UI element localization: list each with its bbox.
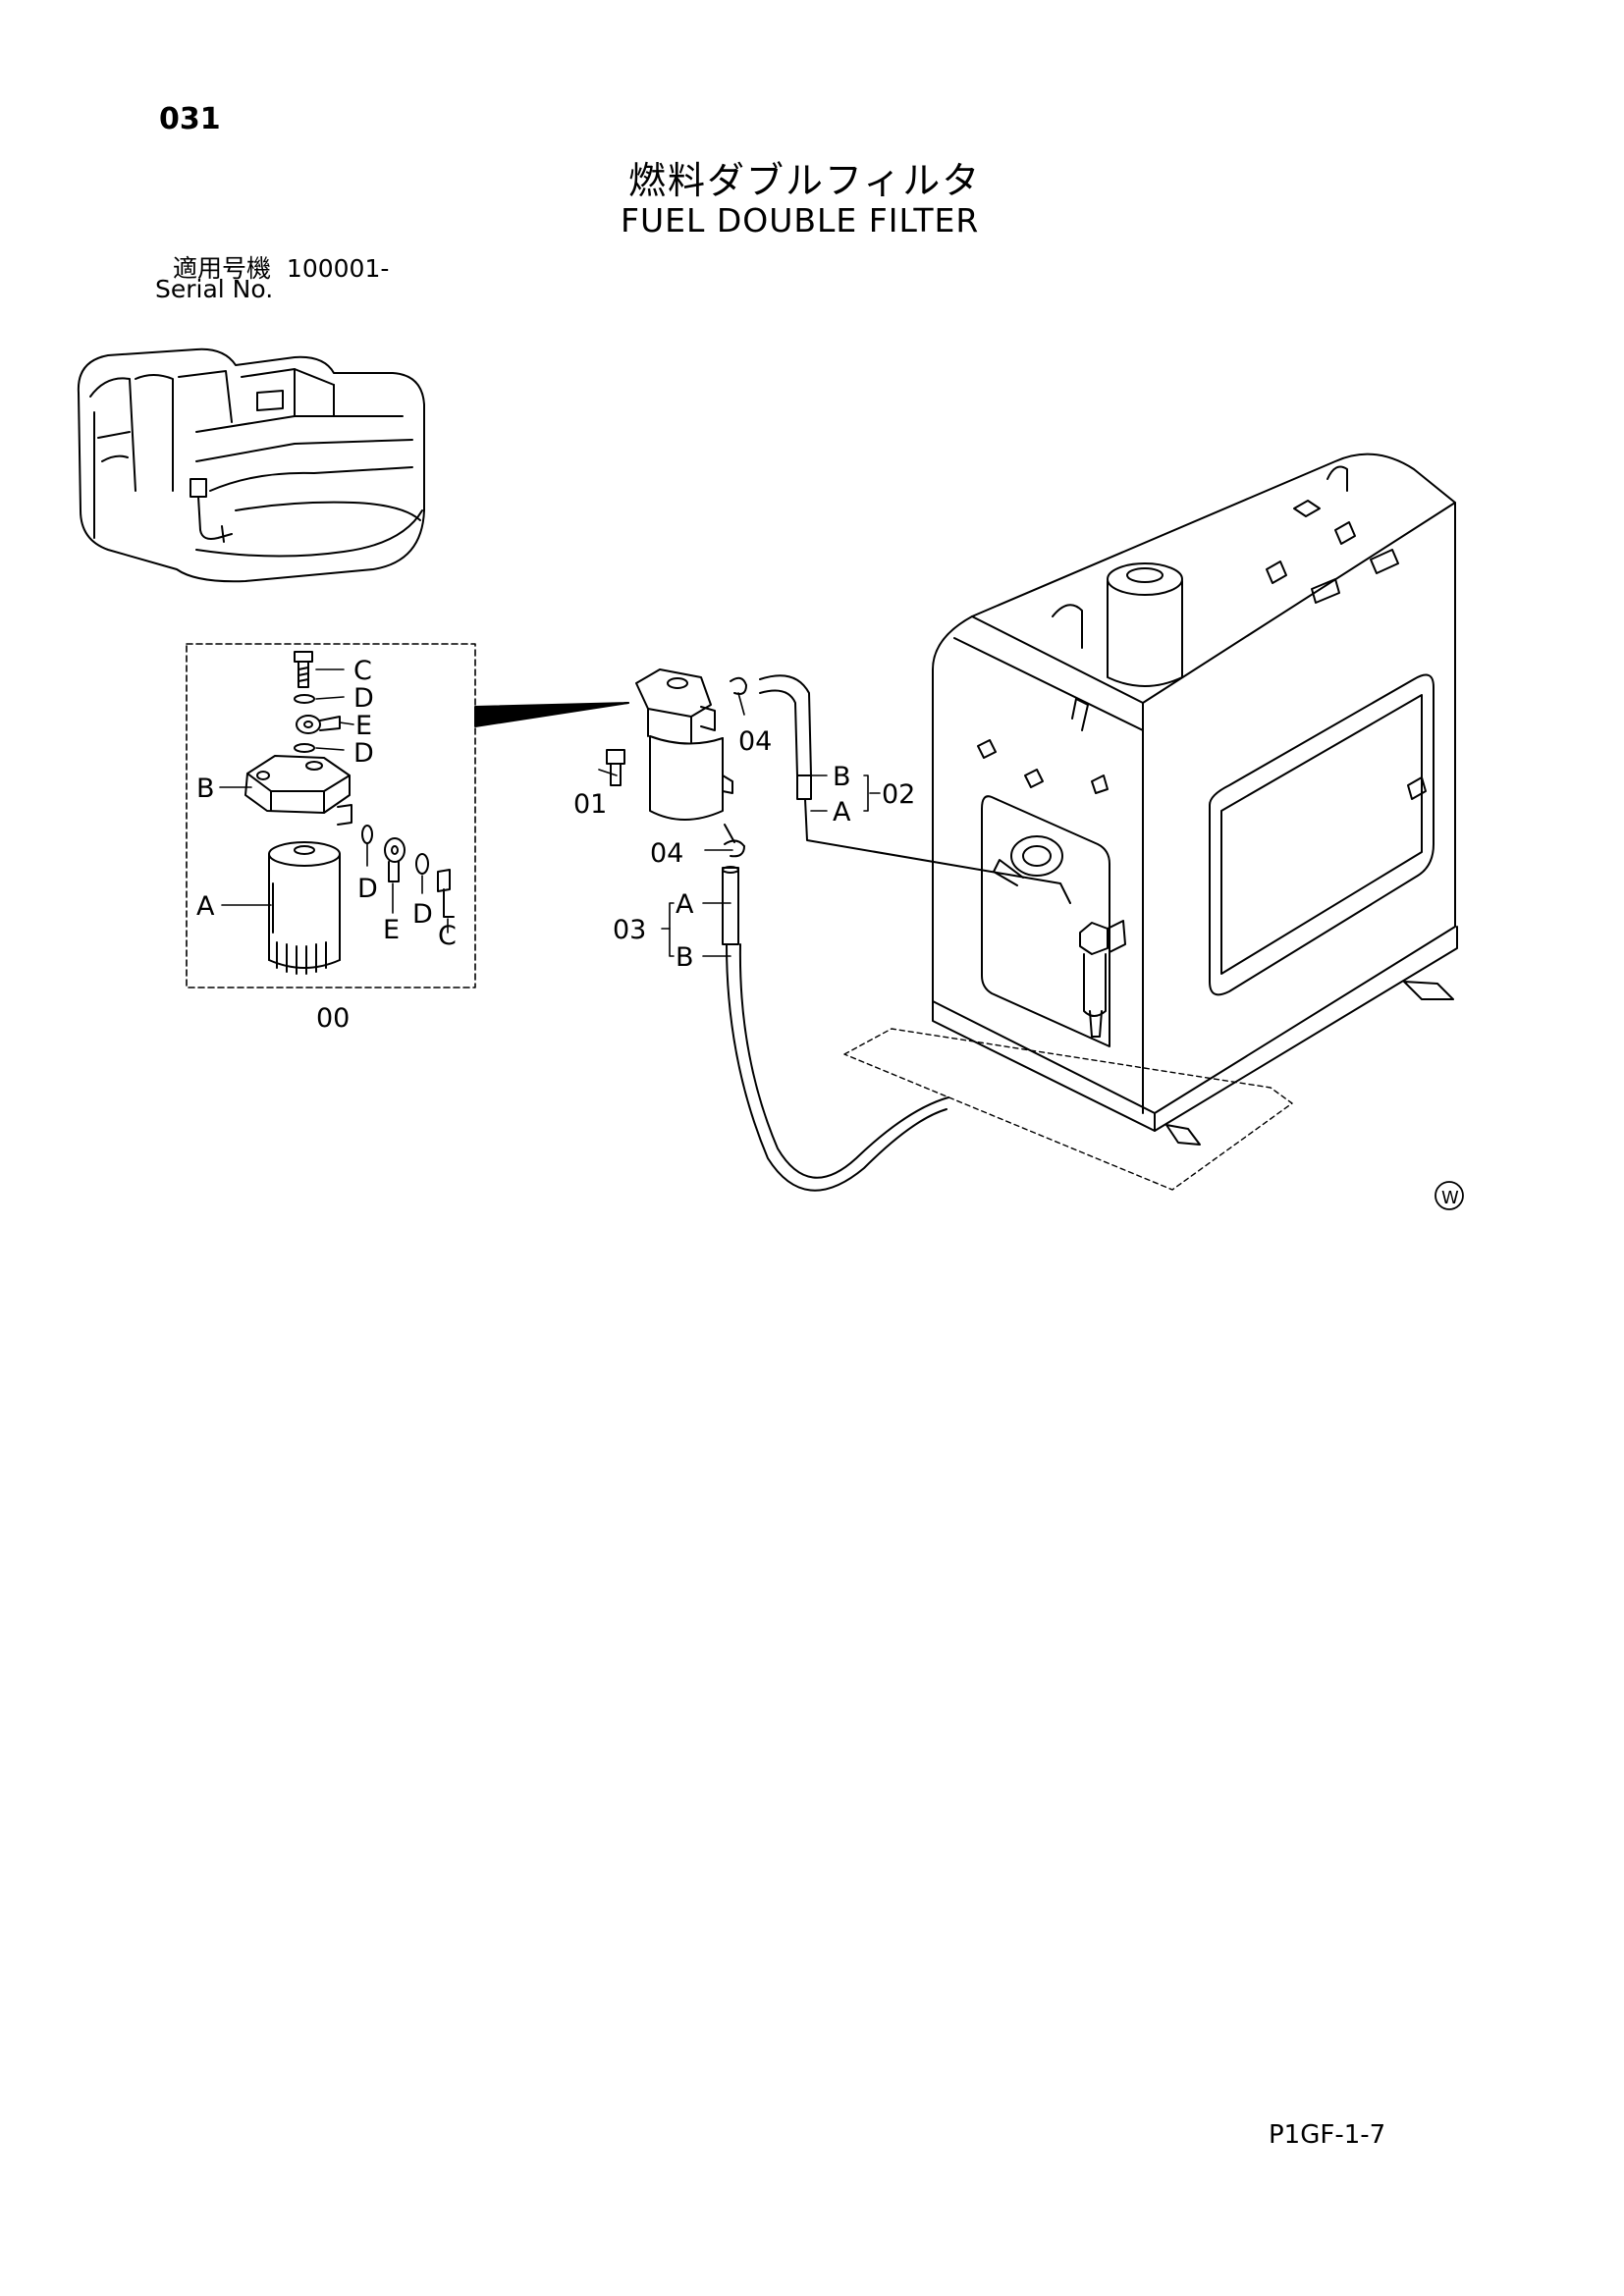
callout-hose-02-a: A [833, 797, 851, 828]
callout-assembly-00: 00 [316, 1003, 350, 1034]
footer-page-code: P1GF-1-7 [1269, 2120, 1386, 2150]
callout-e-top: E [355, 711, 372, 741]
callout-hose-02-b: B [833, 762, 851, 792]
page-title-japanese: 燃料ダブルフィルタ [628, 159, 982, 202]
callout-c-top: C [353, 656, 372, 686]
serial-label-english: Serial No. [155, 275, 274, 303]
callout-part-03: 03 [613, 915, 646, 945]
page-title-english: FUEL DOUBLE FILTER [621, 201, 980, 240]
pointer-arrow [474, 702, 629, 727]
callout-a: A [196, 891, 215, 922]
callout-d-right: D [412, 899, 433, 930]
callout-hose-03-a: A [676, 889, 694, 920]
filter-01-assembly [606, 668, 747, 858]
callout-part-04-bottom: 04 [650, 838, 683, 869]
page-number: 031 [159, 102, 221, 136]
callout-c-right: C [438, 921, 457, 951]
callout-d-lower: D [357, 874, 378, 904]
callout-part-04-top: 04 [738, 726, 772, 757]
assembly-00-exploded-view [186, 643, 476, 988]
callout-hose-03-b: B [676, 942, 694, 973]
callout-d-mid: D [353, 738, 374, 769]
callout-part-02: 02 [882, 779, 915, 810]
callout-d-top: D [353, 683, 374, 714]
hose-03 [722, 866, 949, 1192]
callout-part-01: 01 [573, 789, 607, 820]
serial-label-japanese: 適用号機 100001- [173, 249, 389, 285]
callout-e-lower: E [383, 915, 400, 945]
callout-b: B [196, 774, 215, 804]
serial-label-ja-text: 適用号機 [173, 254, 272, 283]
w-mark-letter: W [1441, 1188, 1459, 1208]
serial-value: 100001- [286, 254, 390, 283]
w-mark-circle [1435, 1181, 1464, 1210]
leader-lines [219, 668, 881, 957]
fuel-tank-illustration [843, 453, 1458, 1191]
machine-overview-illustration [77, 347, 425, 583]
